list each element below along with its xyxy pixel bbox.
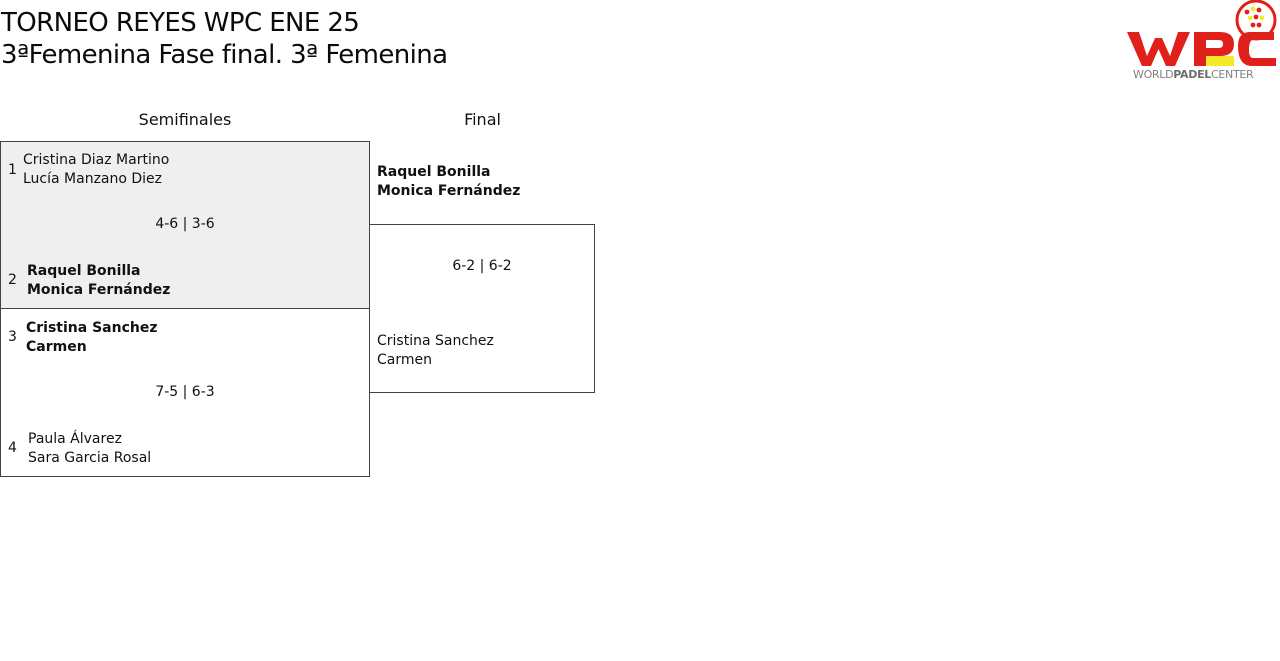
round-label-final: Final [464,110,501,129]
round-label-semifinals: Semifinales [138,110,232,129]
player-name: Raquel Bonilla [377,164,491,180]
player-name: Monica Fernández [27,282,171,298]
seed-number: 3 [8,329,17,345]
player-name: Carmen [26,339,87,355]
final-match[interactable]: 6-2 | 6-2 Cristina Sanchez Carmen [369,224,595,393]
player-name: Cristina Diaz Martino [23,152,170,168]
final-team-entry-winner: Raquel Bonilla Monica Fernández [377,163,520,201]
category-subtitle: 3ªFemenina Fase final. 3ª Femenina [1,40,448,70]
wpc-logo: WORLDPADELCENTER [1124,0,1280,84]
player-name: Cristina Sanchez [26,320,158,336]
player-name: Monica Fernández [377,183,521,199]
match-score: 7-5 | 6-3 [155,384,215,400]
player-name: Paula Álvarez [28,431,122,447]
logo-wordmark: WORLDPADELCENTER [1133,68,1254,81]
seed-number: 2 [8,272,17,288]
seed-number: 1 [8,162,17,178]
team-entry: Cristina Diaz Martino Lucía Manzano Diez [23,151,169,189]
semifinal-match-2[interactable]: 3 Cristina Sanchez Carmen 7-5 | 6-3 4 Pa… [0,308,370,477]
match-score: 6-2 | 6-2 [452,258,512,274]
player-name: Raquel Bonilla [27,263,141,279]
tournament-title: TORNEO REYES WPC ENE 25 [1,8,360,38]
semifinal-match-1[interactable]: 1 Cristina Diaz Martino Lucía Manzano Di… [0,141,370,309]
player-name: Cristina Sanchez [377,333,494,349]
player-name: Lucía Manzano Diez [23,171,163,187]
match-score: 4-6 | 3-6 [155,216,215,232]
player-name: Carmen [377,352,432,368]
team-entry: Cristina Sanchez Carmen [377,332,494,370]
player-name: Sara Garcia Rosal [28,450,152,466]
team-entry: Paula Álvarez Sara Garcia Rosal [28,430,151,468]
wpc-logo-icon [1127,0,1277,66]
team-entry-winner: Raquel Bonilla Monica Fernández [27,262,170,300]
seed-number: 4 [8,440,17,456]
team-entry-winner: Cristina Sanchez Carmen [26,319,158,357]
